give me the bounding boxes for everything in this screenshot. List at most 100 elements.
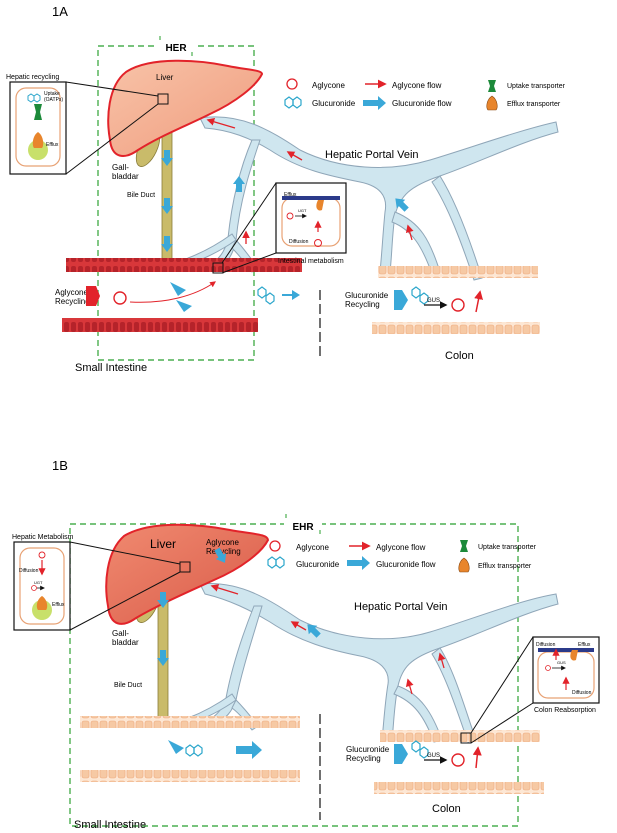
intestinal-inset-a: Efflux UGT Diffusion Intestinal metaboli…: [221, 182, 347, 274]
legend-aglycone-icon: [286, 78, 298, 90]
legend-b-aglycone-icon: [269, 540, 281, 552]
hepatic-inset-diffusion-label: Diffusion: [19, 568, 39, 574]
colon-reabsorption-caption: Colon Reabsorption: [534, 707, 596, 714]
portal-vein-label-b: Hepatic Portal Vein: [354, 601, 448, 613]
intestinal-inset-ugt-label: UGT: [298, 208, 307, 213]
small-intestine-bottom-b: [80, 770, 300, 782]
legend-uptake-transporter-icon: [488, 80, 496, 92]
liver-b: [105, 523, 270, 625]
legend-aglycone-flow-label-a: Aglycone flow: [392, 81, 442, 90]
legend-efflux-label-a: Efflux transporter: [507, 101, 561, 108]
legend-b-glucuronide-flow-icon: [347, 556, 370, 570]
glucuronide-molecule-a2: [411, 286, 429, 305]
glucuronide-molecule-b2: [411, 740, 429, 759]
legend-glucuronide-flow-label-b: Glucuronide flow: [376, 560, 436, 569]
portal-vein-b: [187, 582, 559, 743]
aglycone-molecule-a2: [451, 298, 465, 312]
glucuronide-flow-bile-b1: [157, 592, 169, 608]
panel-b-label: 1B: [52, 458, 68, 473]
legend-glucuronide-label-b: Glucuronide: [296, 560, 340, 569]
legend-glucuronide-icon: [284, 96, 302, 109]
glucuronide-recycling-arrow-b: [394, 744, 408, 764]
hepatic-inset-efflux-label-b: Efflux: [52, 602, 65, 608]
panel-a-label: 1A: [52, 4, 68, 19]
colon-inset-gus-label: GUS: [557, 660, 566, 665]
small-intestine-top-b: [80, 716, 300, 728]
portal-vein-a: [187, 116, 559, 281]
glucuronide-flow-bile-a1: [161, 150, 173, 166]
aglycone-recycling-arrow-a: [86, 286, 100, 306]
gus-label-a: GUS: [427, 298, 440, 304]
legend-uptake-label-a: Uptake transporter: [507, 83, 566, 90]
aglycone-flow-colon-a: [474, 290, 484, 313]
colon-top-a: [378, 266, 538, 278]
hepatic-recycling-inset-a: Hepatic recycling Uptake(OATPs) Efflux: [6, 74, 159, 175]
hepatic-inset-ugt-label: UGT: [34, 580, 43, 585]
legend-uptake-label-b: Uptake transporter: [478, 544, 537, 551]
glucuronide-flow-vein-a1: [233, 176, 245, 192]
hepatic-recycling-title: Hepatic recycling: [6, 74, 59, 81]
aglycone-flow-vein-b3: [405, 678, 414, 695]
legend-efflux-label-b: Efflux transporter: [478, 563, 532, 570]
liver-zoom-marker-b: [179, 561, 191, 573]
liver-label-a: Liver: [156, 73, 174, 82]
intestinal-inset-efflux-label: Efflux: [284, 192, 297, 198]
aglycone-flow-colon-b: [472, 746, 482, 769]
glucuronide-flow-vein-b1: [307, 624, 321, 638]
glucuronide-molecule-b1: [185, 744, 203, 757]
gallbladder-label-a: Gall-bladdar: [112, 163, 139, 181]
liver-zoom-marker-a: [157, 93, 169, 105]
colon-inset-diffusion-top: Diffusion: [536, 642, 556, 648]
glucuronide-flow-a3: [176, 300, 192, 312]
hepatic-metabolism-title: Hepatic Metabolism: [12, 534, 74, 541]
legend-glucuronide-label-a: Glucuronide: [312, 99, 356, 108]
ehr-region-label: EHR: [292, 522, 314, 533]
legend-a: Aglycone Glucuronide Aglycone flow Glucu…: [284, 78, 566, 111]
aglycone-flow-vein-b2: [290, 621, 307, 631]
glucuronide-flow-b2: [236, 741, 262, 759]
legend-glucuronide-flow-icon: [363, 96, 386, 110]
legend-aglycone-label-a: Aglycone: [312, 81, 345, 90]
hepatic-inset-uptake-label: Uptake(OATPs): [44, 91, 63, 103]
colon-bottom-a: [372, 322, 540, 334]
aglycone-flow-to-intestine-a: [129, 281, 216, 303]
legend-b-uptake-transporter-icon: [460, 540, 468, 552]
legend-b-efflux-transporter-icon: [458, 557, 470, 573]
legend-aglycone-label-b: Aglycone: [296, 543, 329, 552]
glucuronide-flow-b1: [168, 740, 184, 754]
glucuronide-flow-liver-b: [214, 547, 227, 563]
gallbladder-label-b: Gall-bladdar: [112, 629, 139, 647]
colon-inset-efflux-label: Efflux: [578, 642, 591, 648]
small-intestine-top-a: [66, 258, 302, 272]
colon-zoom-marker-b: [460, 732, 472, 744]
legend-b-glucuronide-icon: [267, 556, 285, 569]
small-intestine-bottom-a: [62, 318, 258, 332]
colon-reabsorption-inset-b: Diffusion Efflux GUS Diffusion Colon Rea…: [470, 636, 600, 744]
glucuronide-flow-bile-b2: [157, 650, 169, 666]
colon-label-a: Colon: [445, 350, 474, 362]
bile-duct-label-a: Bile Duct: [127, 192, 155, 199]
aglycone-flow-vein-a2: [286, 151, 303, 161]
aglycone-molecule-a1: [113, 291, 127, 305]
intestine-zoom-marker-a: [212, 262, 224, 274]
glucuronide-recycling-arrow-a: [394, 290, 408, 310]
glucuronide-flow-a1: [282, 290, 300, 300]
portal-vein-label-a: Hepatic Portal Vein: [325, 149, 419, 161]
legend-aglycone-flow-label-b: Aglycone flow: [376, 543, 426, 552]
legend-glucuronide-flow-label-a: Glucuronide flow: [392, 99, 452, 108]
aglycone-flow-vein-b4: [437, 652, 446, 669]
panel-a: 1A HER Liver Gall-bladdar Bile Duct Hepa…: [6, 4, 566, 374]
colon-label-b: Colon: [432, 803, 461, 815]
legend-efflux-transporter-icon: [486, 95, 498, 111]
liver-label-b: Liver: [150, 537, 176, 551]
colon-top-b: [380, 730, 540, 742]
intestinal-inset-diffusion-label: Diffusion: [289, 239, 309, 245]
glucuronide-flow-bile-a3: [161, 236, 173, 252]
aglycone-flow-vein-a1: [206, 118, 236, 129]
her-region-box: [97, 45, 255, 361]
